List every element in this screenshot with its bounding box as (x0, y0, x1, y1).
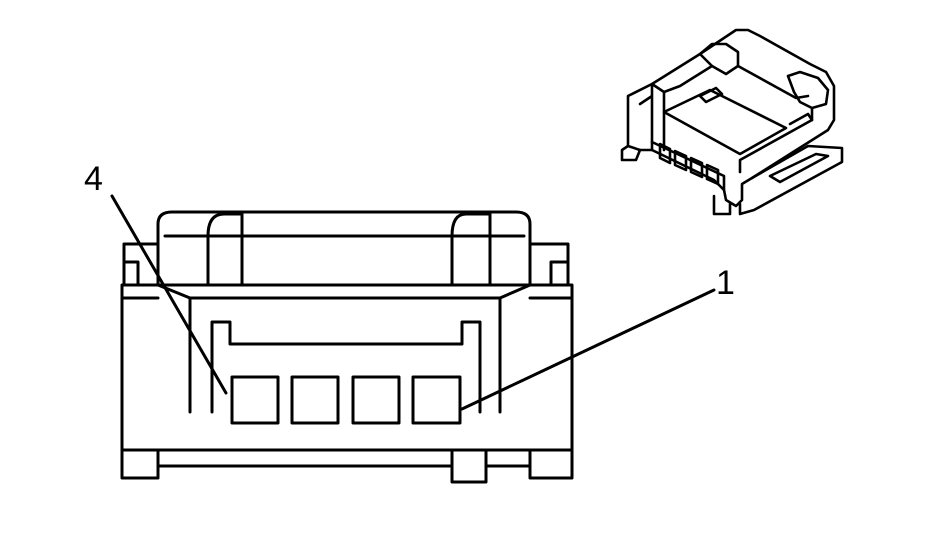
terminal-cavity-1 (411, 375, 462, 425)
connector-foot-center (450, 448, 488, 484)
iso-cavity-3 (689, 156, 704, 179)
connector-shoulder-left (156, 283, 192, 300)
iso-foot-front (712, 194, 732, 216)
leader-line-pin-4 (110, 194, 228, 395)
iso-cavity-2 (673, 149, 688, 172)
iso-back-wall (698, 42, 740, 76)
iso-back-latch-line (662, 64, 810, 100)
connector-isometric-view (620, 28, 844, 216)
terminal-cavity-2 (351, 375, 401, 425)
callout-pin-4: 4 (84, 160, 103, 198)
callout-pin-1: 1 (716, 264, 735, 302)
leader-line-pin-1 (460, 288, 716, 411)
connector-top-latch (156, 210, 532, 287)
terminal-cavity-4 (230, 375, 280, 425)
iso-cavity-4b (705, 163, 720, 186)
connector-shoulder-right (498, 283, 532, 300)
iso-foot-left (620, 144, 642, 162)
connector-foot-left (120, 448, 160, 480)
terminal-cavity-3 (290, 375, 340, 425)
connector-foot-right (528, 448, 574, 480)
connector-front-view (120, 210, 574, 484)
iso-body-outline (626, 28, 836, 208)
iso-left-rail (638, 82, 666, 152)
connector-latch-tab-left (206, 212, 244, 287)
connector-cavity-frame (188, 296, 502, 414)
iso-inner-floor (662, 88, 788, 156)
iso-right-latch (786, 70, 830, 110)
connector-side-ear-left (122, 242, 160, 287)
iso-inner-clips (698, 86, 814, 126)
connector-latch-tab-right (450, 212, 492, 287)
iso-right-latch-line (738, 106, 814, 174)
iso-base-slot (768, 152, 830, 184)
connector-side-ear-right (528, 242, 570, 287)
connector-inner-rail (210, 320, 482, 414)
iso-cavity-1 (658, 142, 672, 165)
iso-base-plate (738, 144, 844, 216)
